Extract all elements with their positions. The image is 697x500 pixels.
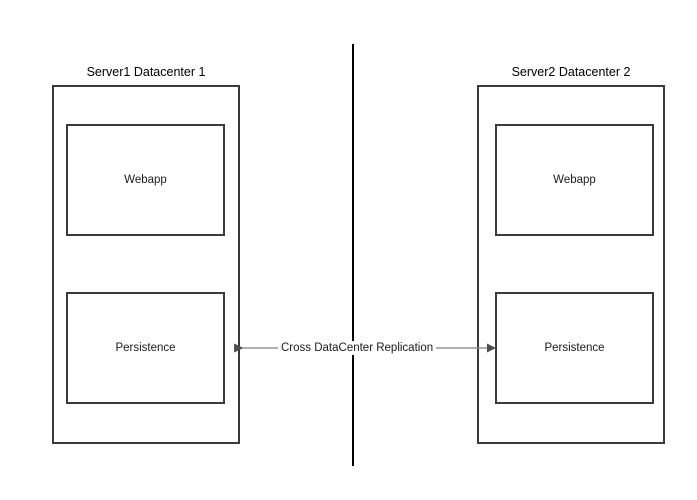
datacenter-1-webapp-box: Webapp [66,124,225,236]
datacenter-2-persistence-label: Persistence [544,342,605,354]
datacenter-2-persistence-box: Persistence [495,292,654,404]
datacenter-1-title: Server1 Datacenter 1 [86,65,206,79]
datacenter-1-webapp-label: Webapp [124,174,167,186]
datacenter-1-persistence-box: Persistence [66,292,225,404]
datacenter-1-persistence-label: Persistence [115,342,176,354]
replication-label: Cross DataCenter Replication [278,341,437,355]
datacenter-2-title: Server2 Datacenter 2 [511,65,631,79]
datacenter-2-webapp-label: Webapp [553,174,596,186]
datacenter-2-webapp-box: Webapp [495,124,654,236]
datacenter-boundary-line [352,44,354,466]
